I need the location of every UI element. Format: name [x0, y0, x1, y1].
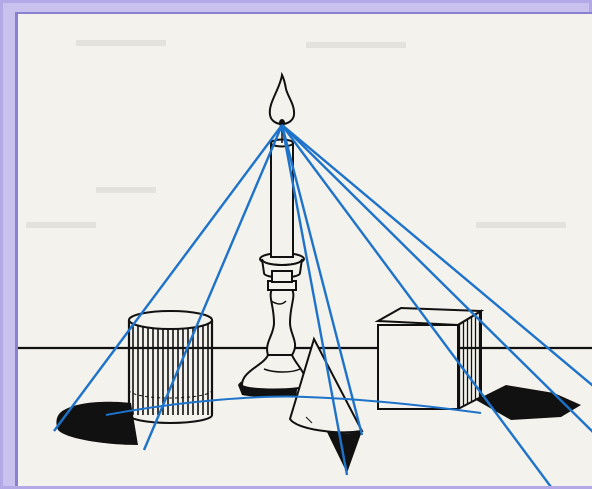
cone — [290, 339, 362, 432]
candle-flame-icon — [270, 75, 294, 127]
shadow-construction-drawing — [18, 14, 592, 486]
cube-shadow — [476, 385, 581, 420]
cone-shadow — [326, 430, 362, 473]
candle-holder — [242, 253, 306, 390]
drawing-paper — [15, 12, 592, 486]
light-ray — [282, 125, 551, 486]
cylinder — [129, 311, 212, 423]
cylinder-shadow — [56, 402, 138, 445]
candle — [271, 129, 293, 257]
